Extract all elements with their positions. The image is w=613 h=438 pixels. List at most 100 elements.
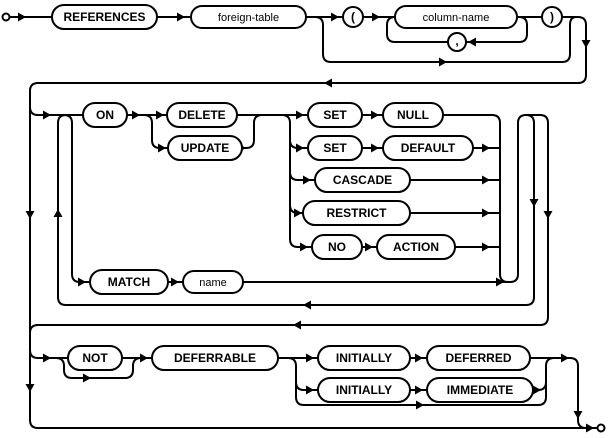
- keyword-action-bubble: ACTION: [376, 234, 456, 260]
- terminal-open-paren-bubble: (: [342, 6, 364, 28]
- arrow-icon: [171, 277, 179, 287]
- rail-lines: [9, 16, 597, 429]
- keyword-references-label: REFERENCES: [63, 10, 145, 24]
- keyword-on-bubble: ON: [82, 102, 128, 128]
- arrow-icon: [324, 78, 332, 88]
- nonterminal-column-name-label: column-name: [423, 12, 490, 24]
- arrow-icon: [43, 110, 51, 120]
- keyword-set-null-set-bubble: SET: [307, 102, 363, 128]
- arrow-icon: [158, 143, 166, 153]
- keyword-initially-deferred-initially-bubble: INITIALLY: [317, 345, 411, 371]
- arrow-icon: [296, 110, 304, 120]
- arrow-icon: [293, 320, 301, 330]
- keyword-initially-immediate-initially-bubble: INITIALLY: [317, 377, 411, 403]
- arrow-icon: [25, 211, 35, 219]
- arrow-icon: [561, 353, 569, 363]
- arrow-icon: [43, 353, 51, 363]
- keyword-set-default-set-bubble: SET: [307, 135, 363, 161]
- arrow-icon: [533, 385, 541, 395]
- arrow-icon: [331, 12, 339, 22]
- keyword-match-label: MATCH: [108, 275, 150, 289]
- end-terminal-icon: [596, 423, 606, 433]
- nonterminal-foreign-table-bubble: foreign-table: [190, 5, 307, 29]
- terminal-close-paren-bubble: ): [541, 6, 563, 28]
- arrow-icon: [482, 143, 490, 153]
- arrow-icon: [573, 411, 583, 419]
- keyword-set-1-label: SET: [323, 108, 347, 122]
- arrow-icon: [416, 400, 424, 410]
- arrow-icon: [482, 208, 490, 218]
- keyword-cascade-bubble: CASCADE: [314, 167, 411, 193]
- arrow-icon: [482, 242, 490, 252]
- keyword-null-bubble: NULL: [382, 102, 444, 128]
- arrow-icon: [482, 175, 490, 185]
- terminal-open-paren-label: (: [351, 10, 355, 24]
- keyword-on-label: ON: [96, 108, 114, 122]
- keyword-no-label: NO: [328, 240, 346, 254]
- keyword-restrict-label: RESTRICT: [327, 206, 388, 220]
- keyword-match-bubble: MATCH: [89, 269, 169, 295]
- arrow-icon: [496, 277, 504, 287]
- arrow-icon: [581, 40, 591, 48]
- arrow-icon: [371, 110, 379, 120]
- arrow-icon: [586, 423, 594, 433]
- arrow-icon: [372, 12, 380, 22]
- keyword-deferred-bubble: DEFERRED: [426, 345, 531, 371]
- nonterminal-column-name-bubble: column-name: [394, 5, 518, 29]
- keyword-initially-2-label: INITIALLY: [336, 383, 392, 397]
- keyword-deferred-label: DEFERRED: [445, 351, 511, 365]
- nonterminal-foreign-table-label: foreign-table: [218, 12, 279, 24]
- keyword-immediate-bubble: IMMEDIATE: [426, 377, 534, 403]
- nonterminal-name-bubble: name: [182, 270, 244, 294]
- arrow-icon: [415, 353, 423, 363]
- arrow-icon: [371, 143, 379, 153]
- arrow-icon: [18, 12, 26, 22]
- arrow-icon: [303, 300, 311, 310]
- keyword-not-bubble: NOT: [67, 345, 123, 371]
- keyword-default-label: DEFAULT: [401, 141, 456, 155]
- arrow-icon: [296, 143, 304, 153]
- keyword-references-bubble: REFERENCES: [51, 4, 158, 30]
- keyword-action-label: ACTION: [393, 240, 439, 254]
- terminal-comma-bubble: ,: [447, 32, 467, 52]
- nonterminal-name-label: name: [199, 277, 227, 289]
- arrow-icon: [177, 12, 185, 22]
- arrow-icon: [439, 57, 447, 67]
- arrow-icon: [529, 199, 539, 207]
- keyword-not-label: NOT: [82, 351, 108, 365]
- arrow-icon: [156, 110, 164, 120]
- arrow-icon: [543, 211, 553, 219]
- arrow-icon: [140, 353, 148, 363]
- keyword-immediate-label: IMMEDIATE: [447, 383, 513, 397]
- terminal-close-paren-label: ): [550, 10, 554, 24]
- keyword-delete-label: DELETE: [178, 108, 225, 122]
- arrow-icon: [365, 242, 373, 252]
- keyword-deferrable-label: DEFERRABLE: [174, 351, 256, 365]
- arrow-icon: [415, 385, 423, 395]
- arrow-icon: [78, 277, 86, 287]
- keyword-update-bubble: UPDATE: [167, 135, 243, 161]
- keyword-set-2-label: SET: [323, 141, 347, 155]
- start-terminal-icon: [1, 12, 11, 22]
- terminal-comma-label: ,: [455, 34, 458, 48]
- keyword-update-label: UPDATE: [181, 141, 229, 155]
- arrow-icon: [25, 384, 35, 392]
- arrow-icons: [18, 12, 594, 433]
- keyword-null-label: NULL: [397, 108, 429, 122]
- arrow-icon: [468, 37, 476, 47]
- keyword-restrict-bubble: RESTRICT: [302, 200, 411, 226]
- arrow-icon: [294, 208, 302, 218]
- arrow-icon: [132, 110, 140, 120]
- arrow-icon: [83, 373, 91, 383]
- arrow-icon: [53, 209, 63, 217]
- keyword-deferrable-bubble: DEFERRABLE: [151, 345, 279, 371]
- keyword-default-bubble: DEFAULT: [382, 135, 474, 161]
- keyword-initially-1-label: INITIALLY: [336, 351, 392, 365]
- keyword-cascade-label: CASCADE: [333, 173, 392, 187]
- keyword-delete-bubble: DELETE: [166, 102, 238, 128]
- arrow-icon: [306, 353, 314, 363]
- arrow-icon: [303, 175, 311, 185]
- keyword-no-bubble: NO: [311, 234, 363, 260]
- arrow-icon: [300, 242, 308, 252]
